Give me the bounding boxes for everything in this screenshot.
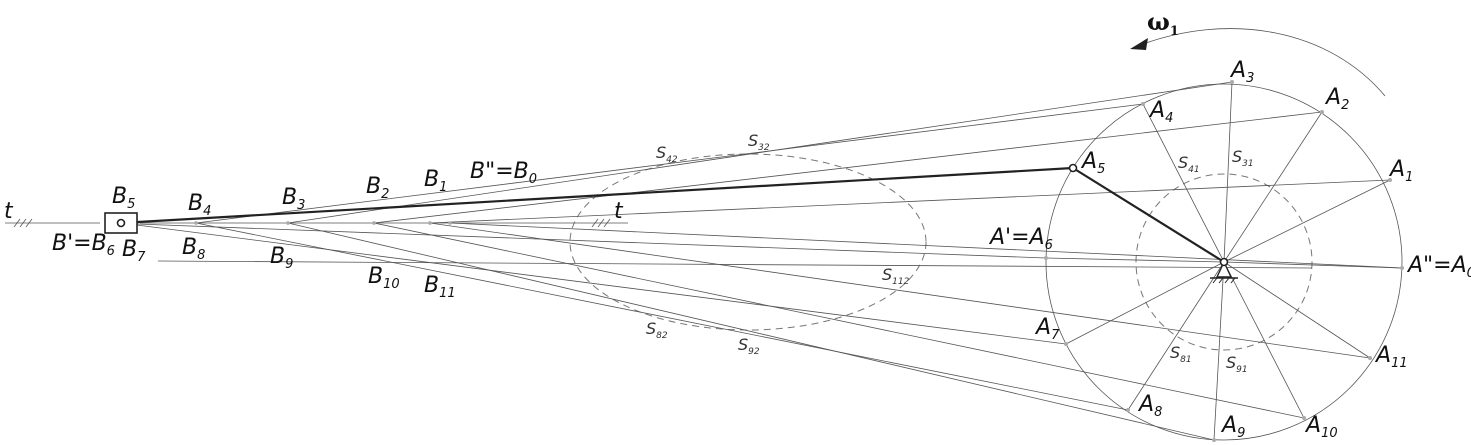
label-a0: A"=A0 <box>1406 253 1471 281</box>
crank-spoke-8 <box>1127 261 1225 411</box>
label-s31: S31 <box>1232 147 1254 169</box>
crank-point-10 <box>1302 416 1306 420</box>
label-b2: B2 <box>366 174 389 202</box>
slider-point-8 <box>194 221 198 225</box>
label-s32: S32 <box>748 131 770 153</box>
crank-spoke-4 <box>1142 103 1225 263</box>
crank-point-2 <box>1320 110 1324 114</box>
label-s92: S92 <box>738 335 760 357</box>
crank-spoke-6 <box>1045 257 1225 263</box>
label-b7: B7 <box>122 237 146 265</box>
crank-spoke-1 <box>1223 179 1391 263</box>
label-b11: B11 <box>424 273 456 301</box>
coupler-line-0 <box>449 222 1403 269</box>
label-b9: B9 <box>270 244 293 272</box>
label-b10: B10 <box>368 264 400 292</box>
label-a2: A2 <box>1324 85 1349 113</box>
slider-point-10 <box>372 221 376 225</box>
slider-point-9 <box>286 221 290 225</box>
guide-label-left: t <box>4 199 14 224</box>
fixed-pivot-support <box>1210 257 1238 284</box>
label-b8: B8 <box>182 235 205 263</box>
coupler-com-ellipse <box>569 153 927 331</box>
label-a10: A10 <box>1304 413 1338 441</box>
label-s82: S82 <box>646 319 668 341</box>
slider-pin <box>116 218 126 228</box>
label-a9: A9 <box>1220 413 1245 441</box>
crank-com-circle <box>1135 173 1313 351</box>
slider-point-11 <box>428 221 432 225</box>
coupler-line-8 <box>195 222 1129 411</box>
crank-link-position-5 <box>1072 167 1225 263</box>
rotation-arrow-arc <box>1134 28 1386 97</box>
label-a8: A8 <box>1137 392 1162 420</box>
angular-velocity-label: ω1 <box>1147 7 1179 39</box>
coupler-line-4 <box>195 103 1144 224</box>
label-s81: S81 <box>1170 343 1192 365</box>
label-a1: A1 <box>1388 157 1413 185</box>
crank-point-7 <box>1064 342 1068 346</box>
label-s41: S41 <box>1178 153 1200 175</box>
slider-point-0 <box>448 221 452 225</box>
reference-line <box>157 260 1313 269</box>
coupler-line-2 <box>373 111 1323 224</box>
crank-point-0 <box>1400 266 1404 270</box>
guide-hatch-left <box>13 218 33 228</box>
coupler-link-position-5 <box>120 166 1074 225</box>
crank-path-circle <box>1045 83 1403 441</box>
label-a4: A4 <box>1148 98 1173 126</box>
crank-point-3 <box>1230 80 1234 84</box>
label-b3: B3 <box>282 185 305 213</box>
crank-point-4 <box>1141 102 1145 106</box>
coupler-line-11 <box>429 222 1371 359</box>
rotation-arrowhead <box>1130 38 1148 50</box>
coupler-line-7 <box>120 222 1067 345</box>
slider-point-labels: B"=B0 B1 B2 B3 B4 B5 B'=B6 B7 B8 B9 B10 … <box>52 159 537 301</box>
label-b4: B4 <box>188 191 211 219</box>
coupler-lines <box>109 81 1403 441</box>
joint-a5 <box>1068 163 1078 173</box>
label-b6: B'=B6 <box>52 231 115 259</box>
label-s42: S42 <box>656 143 678 165</box>
label-s112: S112 <box>882 265 910 287</box>
label-a3: A3 <box>1229 58 1254 86</box>
label-b0: B"=B0 <box>470 159 537 187</box>
label-s91: S91 <box>1226 353 1248 375</box>
crank-spoke-11 <box>1223 261 1371 359</box>
label-b1: B1 <box>424 167 447 195</box>
coupler-line-9 <box>287 222 1215 441</box>
crank-point-8 <box>1126 408 1130 412</box>
crank-spoke-3 <box>1223 81 1233 263</box>
coupler-line-10 <box>373 222 1305 419</box>
label-b5: B5 <box>112 184 135 212</box>
label-a5: A5 <box>1080 149 1105 177</box>
coupler-line-1 <box>429 179 1391 224</box>
coupler-com-labels: S42 S32 S112 S82 S92 <box>646 131 910 357</box>
crank-spoke-0 <box>1223 261 1403 269</box>
label-a6: A'=A6 <box>988 225 1053 253</box>
crank-spoke-9 <box>1213 261 1225 441</box>
crank-point-6 <box>1044 256 1048 260</box>
crank-spoke-10 <box>1223 261 1305 419</box>
crank-point-labels: A"=A0 A1 A2 A3 A4 A5 A'=A6 A7 A8 A9 A10 … <box>988 58 1471 441</box>
guide-hatch-right <box>591 218 611 228</box>
crank-spoke-2 <box>1223 111 1323 263</box>
label-a11: A11 <box>1374 343 1408 371</box>
crank-spoke-7 <box>1065 261 1225 345</box>
crank-point-11 <box>1368 356 1372 360</box>
label-a7: A7 <box>1034 315 1060 343</box>
coupler-line-6 <box>109 222 1047 259</box>
crank-point-1 <box>1388 178 1392 182</box>
crank-point-9 <box>1212 438 1216 442</box>
guide-label-right: t <box>614 199 624 224</box>
crank-com-labels: S41 S31 S81 S91 <box>1170 147 1254 375</box>
